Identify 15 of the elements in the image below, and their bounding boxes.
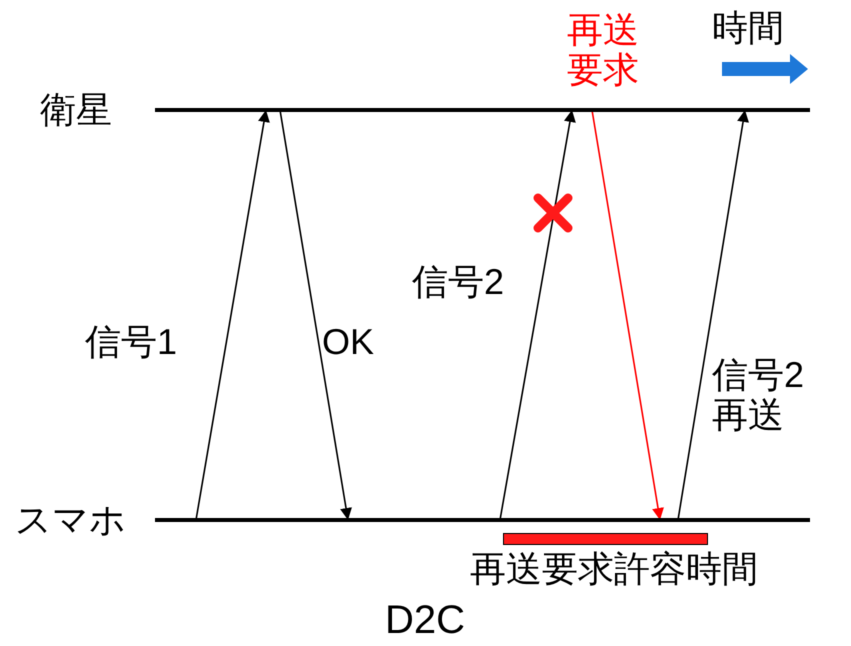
- edge-label: 信号2: [412, 262, 506, 302]
- arrow: [279, 110, 352, 520]
- edge-label: 信号2再送: [712, 355, 806, 435]
- caption: D2C: [385, 598, 466, 642]
- timeline-label: スマホ: [15, 500, 127, 540]
- arrow: [195, 110, 270, 520]
- timeline-label: 衛星: [40, 90, 113, 130]
- bar-label: 再送要求許容時間: [470, 549, 759, 589]
- edge-label: 信号1: [85, 322, 178, 362]
- edge-label: OK: [322, 322, 376, 362]
- axis-label: 時間: [712, 8, 784, 48]
- edge-label: 再送要求: [567, 10, 640, 90]
- arrow: [499, 110, 576, 520]
- arrow: [677, 110, 749, 520]
- arrow: [591, 110, 664, 520]
